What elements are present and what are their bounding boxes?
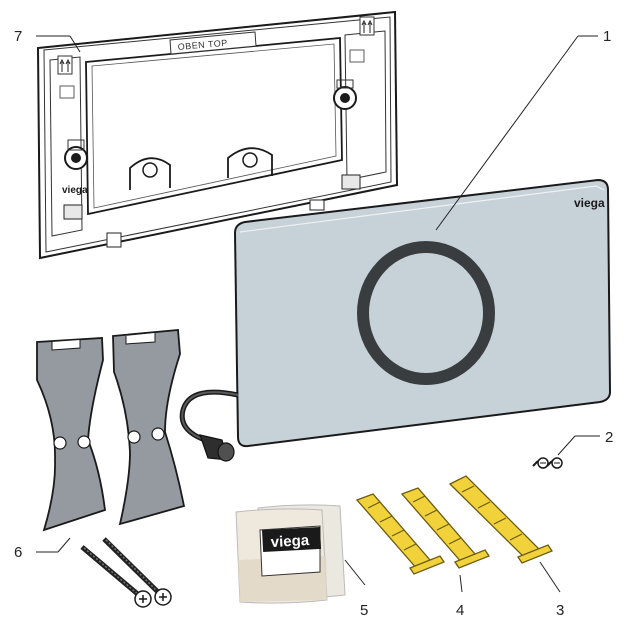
leader-line-3 [539, 561, 561, 593]
cable-connector-icon [199, 434, 235, 462]
long-anchor [448, 475, 553, 564]
leader-line-5 [344, 559, 366, 586]
sachet-logo-text: viega [270, 532, 310, 551]
callout-6: 6 [14, 544, 22, 561]
leader-line-6 [57, 537, 71, 553]
sachet-front: viega [235, 508, 328, 604]
callout-7: 7 [14, 28, 22, 45]
leader-line-4 [459, 574, 463, 593]
short-anchor-left [355, 493, 445, 575]
mounting-bracket-left [36, 337, 106, 532]
mounting-frame: OBEN TOP viega [36, 10, 399, 260]
sensor-ring-icon [357, 241, 495, 385]
small-screws-icon [532, 457, 563, 469]
flush-plate: viega [233, 178, 612, 448]
long-wood-screws-icon [80, 537, 172, 608]
callout-4: 4 [456, 602, 464, 619]
leader-line-2 [557, 435, 576, 456]
leader-line-1 [435, 35, 579, 231]
short-anchor-right [400, 487, 490, 569]
plate-logo-text: viega [574, 196, 605, 210]
frame-logo-text: viega [62, 185, 88, 196]
callout-5: 5 [360, 602, 368, 619]
callout-2: 2 [605, 429, 613, 446]
callout-3: 3 [556, 602, 564, 619]
mounting-bracket-right [112, 329, 186, 526]
callout-1: 1 [603, 28, 611, 45]
frame-stamp-text: OBEN TOP [177, 38, 228, 52]
